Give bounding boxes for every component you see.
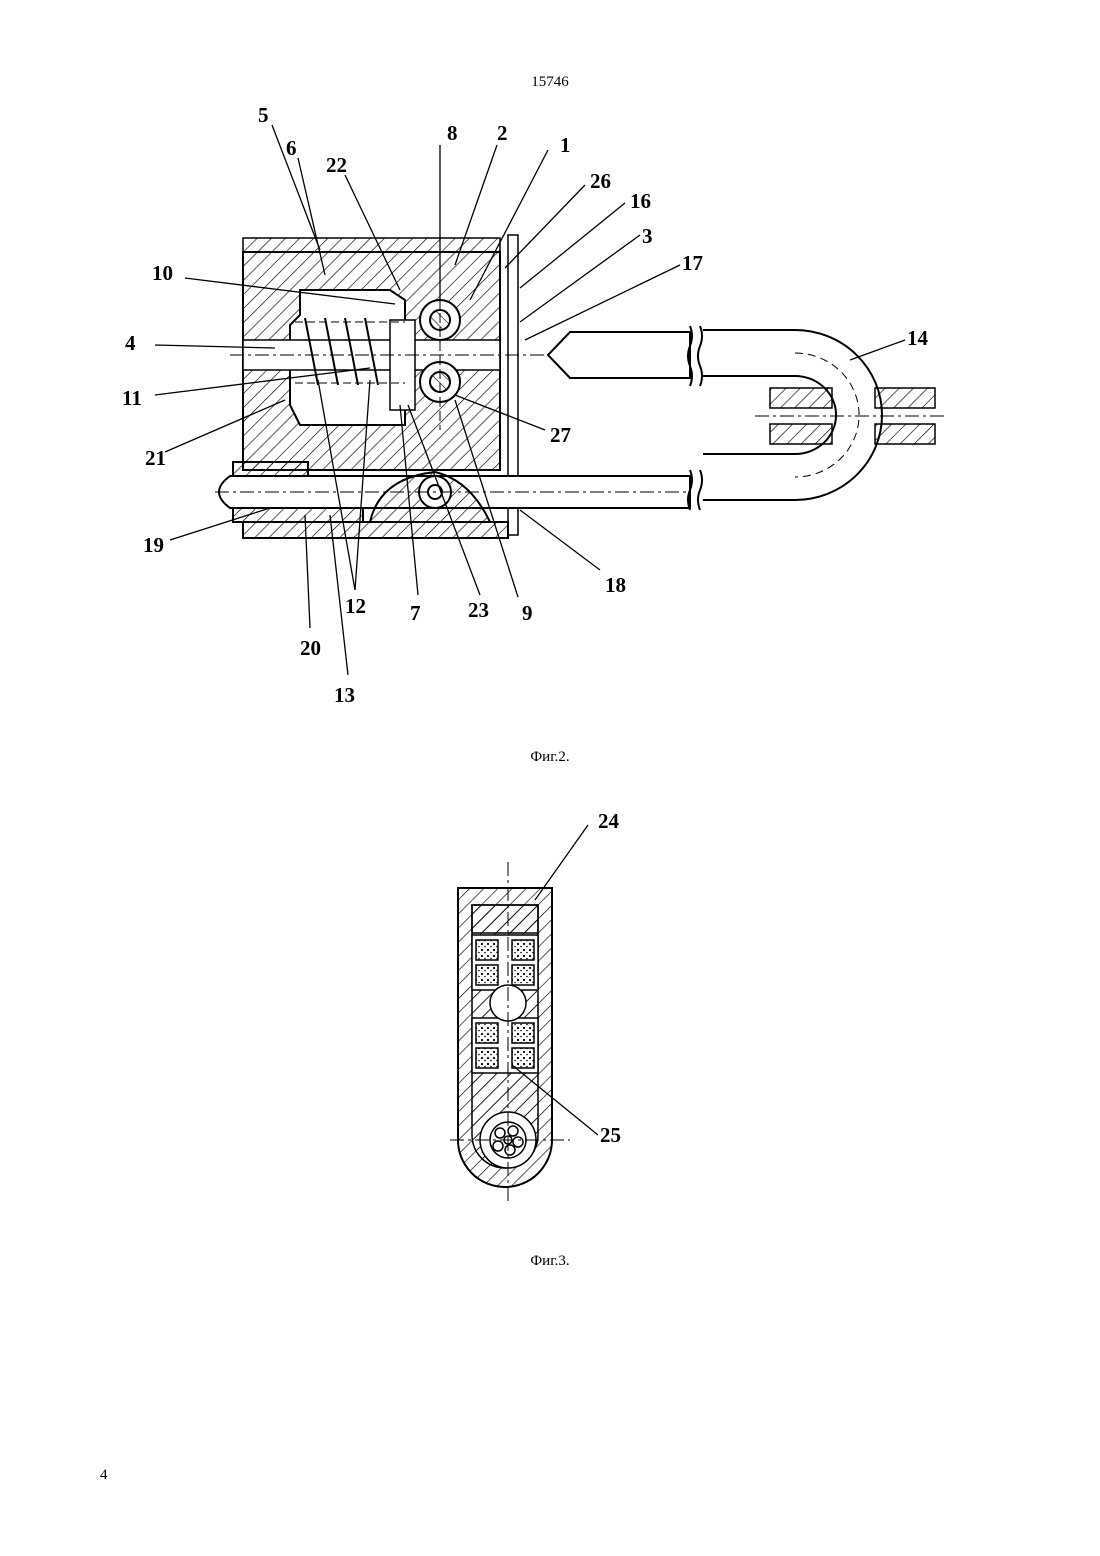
label-24: 24 xyxy=(598,809,620,833)
page-number: 4 xyxy=(100,1467,108,1484)
figure-3-caption: Фиг.3. xyxy=(0,1253,1100,1270)
figure-3-drawing: 24 25 xyxy=(0,0,1100,1250)
label-25: 25 xyxy=(600,1123,621,1147)
